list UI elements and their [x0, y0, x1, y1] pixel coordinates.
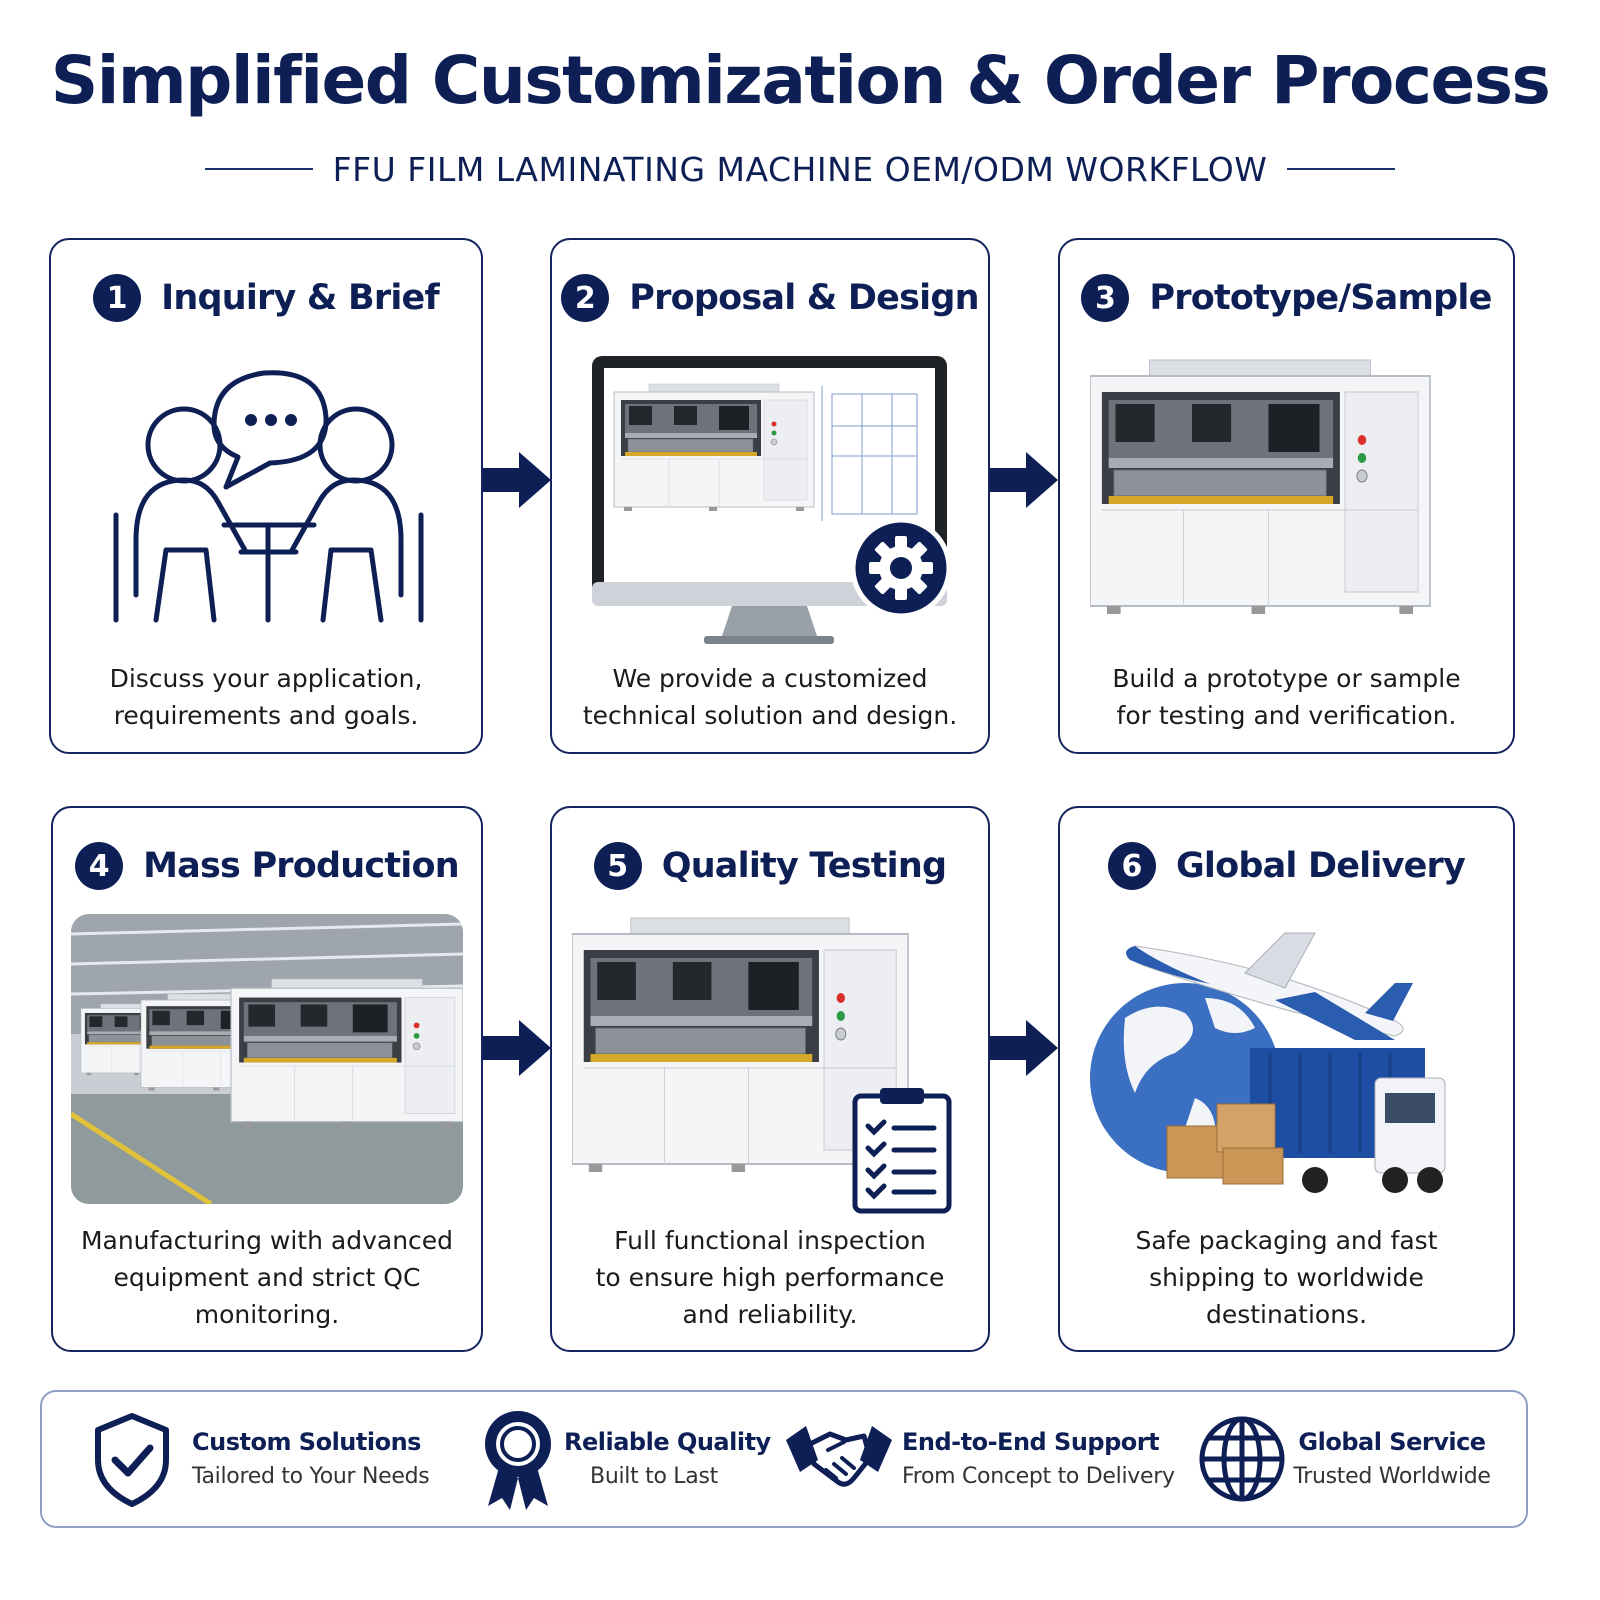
step-title-6: Global Delivery — [1175, 846, 1466, 886]
subtitle-divider-right — [1287, 168, 1396, 170]
monitor-design-icon — [592, 356, 952, 644]
globe-icon — [1199, 1416, 1285, 1502]
globe-logistics-image — [1090, 932, 1446, 1193]
step-desc-5: Full functional inspection to ensure hig… — [595, 1226, 945, 1329]
step-number-6: 6 — [1107, 842, 1156, 890]
shield-check-icon — [95, 1413, 169, 1507]
feature-global-service: Global Service Trusted Worldwide — [1293, 1428, 1491, 1489]
arrow-right-icon — [483, 1020, 551, 1076]
step-desc-6: Safe packaging and fast shipping to worl… — [1135, 1226, 1438, 1329]
step-number-5: 5 — [593, 842, 642, 890]
step-card-4: 4 Mass Production Manufacturing with adv… — [51, 806, 483, 1352]
subtitle-row: FFU FILM LAMINATING MACHINE OEM/ODM WORK… — [0, 144, 1600, 194]
step-desc-4: Manufacturing with advanced equipment an… — [80, 1226, 454, 1329]
step-title-4: Mass Production — [143, 846, 459, 886]
feature-custom-solutions: Custom Solutions Tailored to Your Needs — [192, 1428, 430, 1489]
feature-end-to-end-support: End-to-End Support From Concept to Deliv… — [902, 1428, 1175, 1489]
award-ribbon-icon — [485, 1411, 551, 1510]
step-number-4: 4 — [75, 842, 124, 890]
feature-reliable-quality: Reliable Quality Built to Last — [564, 1428, 771, 1489]
step-card-3: 3 Prototype/Sample Build a prototype or … — [1058, 238, 1515, 754]
step-number-2: 2 — [561, 274, 610, 322]
step-card-2: 2 Proposal & Design We provide a customi… — [550, 238, 990, 754]
step-number-1: 1 — [93, 274, 142, 322]
step-title-3: Prototype/Sample — [1149, 278, 1492, 318]
clipboard-check-icon — [852, 1088, 952, 1214]
machine-image — [1090, 359, 1431, 615]
step-card-1: 1 Inquiry & Brief Discuss your applicati… — [49, 238, 483, 754]
arrow-right-icon — [483, 452, 551, 508]
arrow-right-icon — [990, 1020, 1058, 1076]
arrow-right-icon — [990, 452, 1058, 508]
step-title-1: Inquiry & Brief — [161, 278, 440, 318]
step-desc-3: Build a prototype or sample for testing … — [1112, 664, 1461, 730]
factory-image — [71, 914, 463, 1204]
step-desc-2: We provide a customized technical soluti… — [582, 664, 958, 730]
handshake-icon — [786, 1426, 892, 1487]
features-bar: Custom Solutions Tailored to Your Needs … — [40, 1390, 1528, 1528]
step-desc-1: Discuss your application, requirements a… — [109, 664, 423, 730]
step-card-6: 6 Global Delivery Safe packaging and fas… — [1058, 806, 1515, 1352]
step-card-5: 5 Quality Testing Full functional inspec… — [550, 806, 990, 1352]
step-title-2: Proposal & Design — [629, 278, 979, 318]
page-subtitle: FFU FILM LAMINATING MACHINE OEM/ODM WORK… — [332, 149, 1268, 189]
page-title: Simplified Customization & Order Process — [50, 42, 1551, 119]
meeting-icon — [113, 370, 424, 623]
step-number-3: 3 — [1081, 274, 1130, 322]
step-title-5: Quality Testing — [661, 846, 947, 886]
subtitle-divider-left — [204, 168, 313, 170]
